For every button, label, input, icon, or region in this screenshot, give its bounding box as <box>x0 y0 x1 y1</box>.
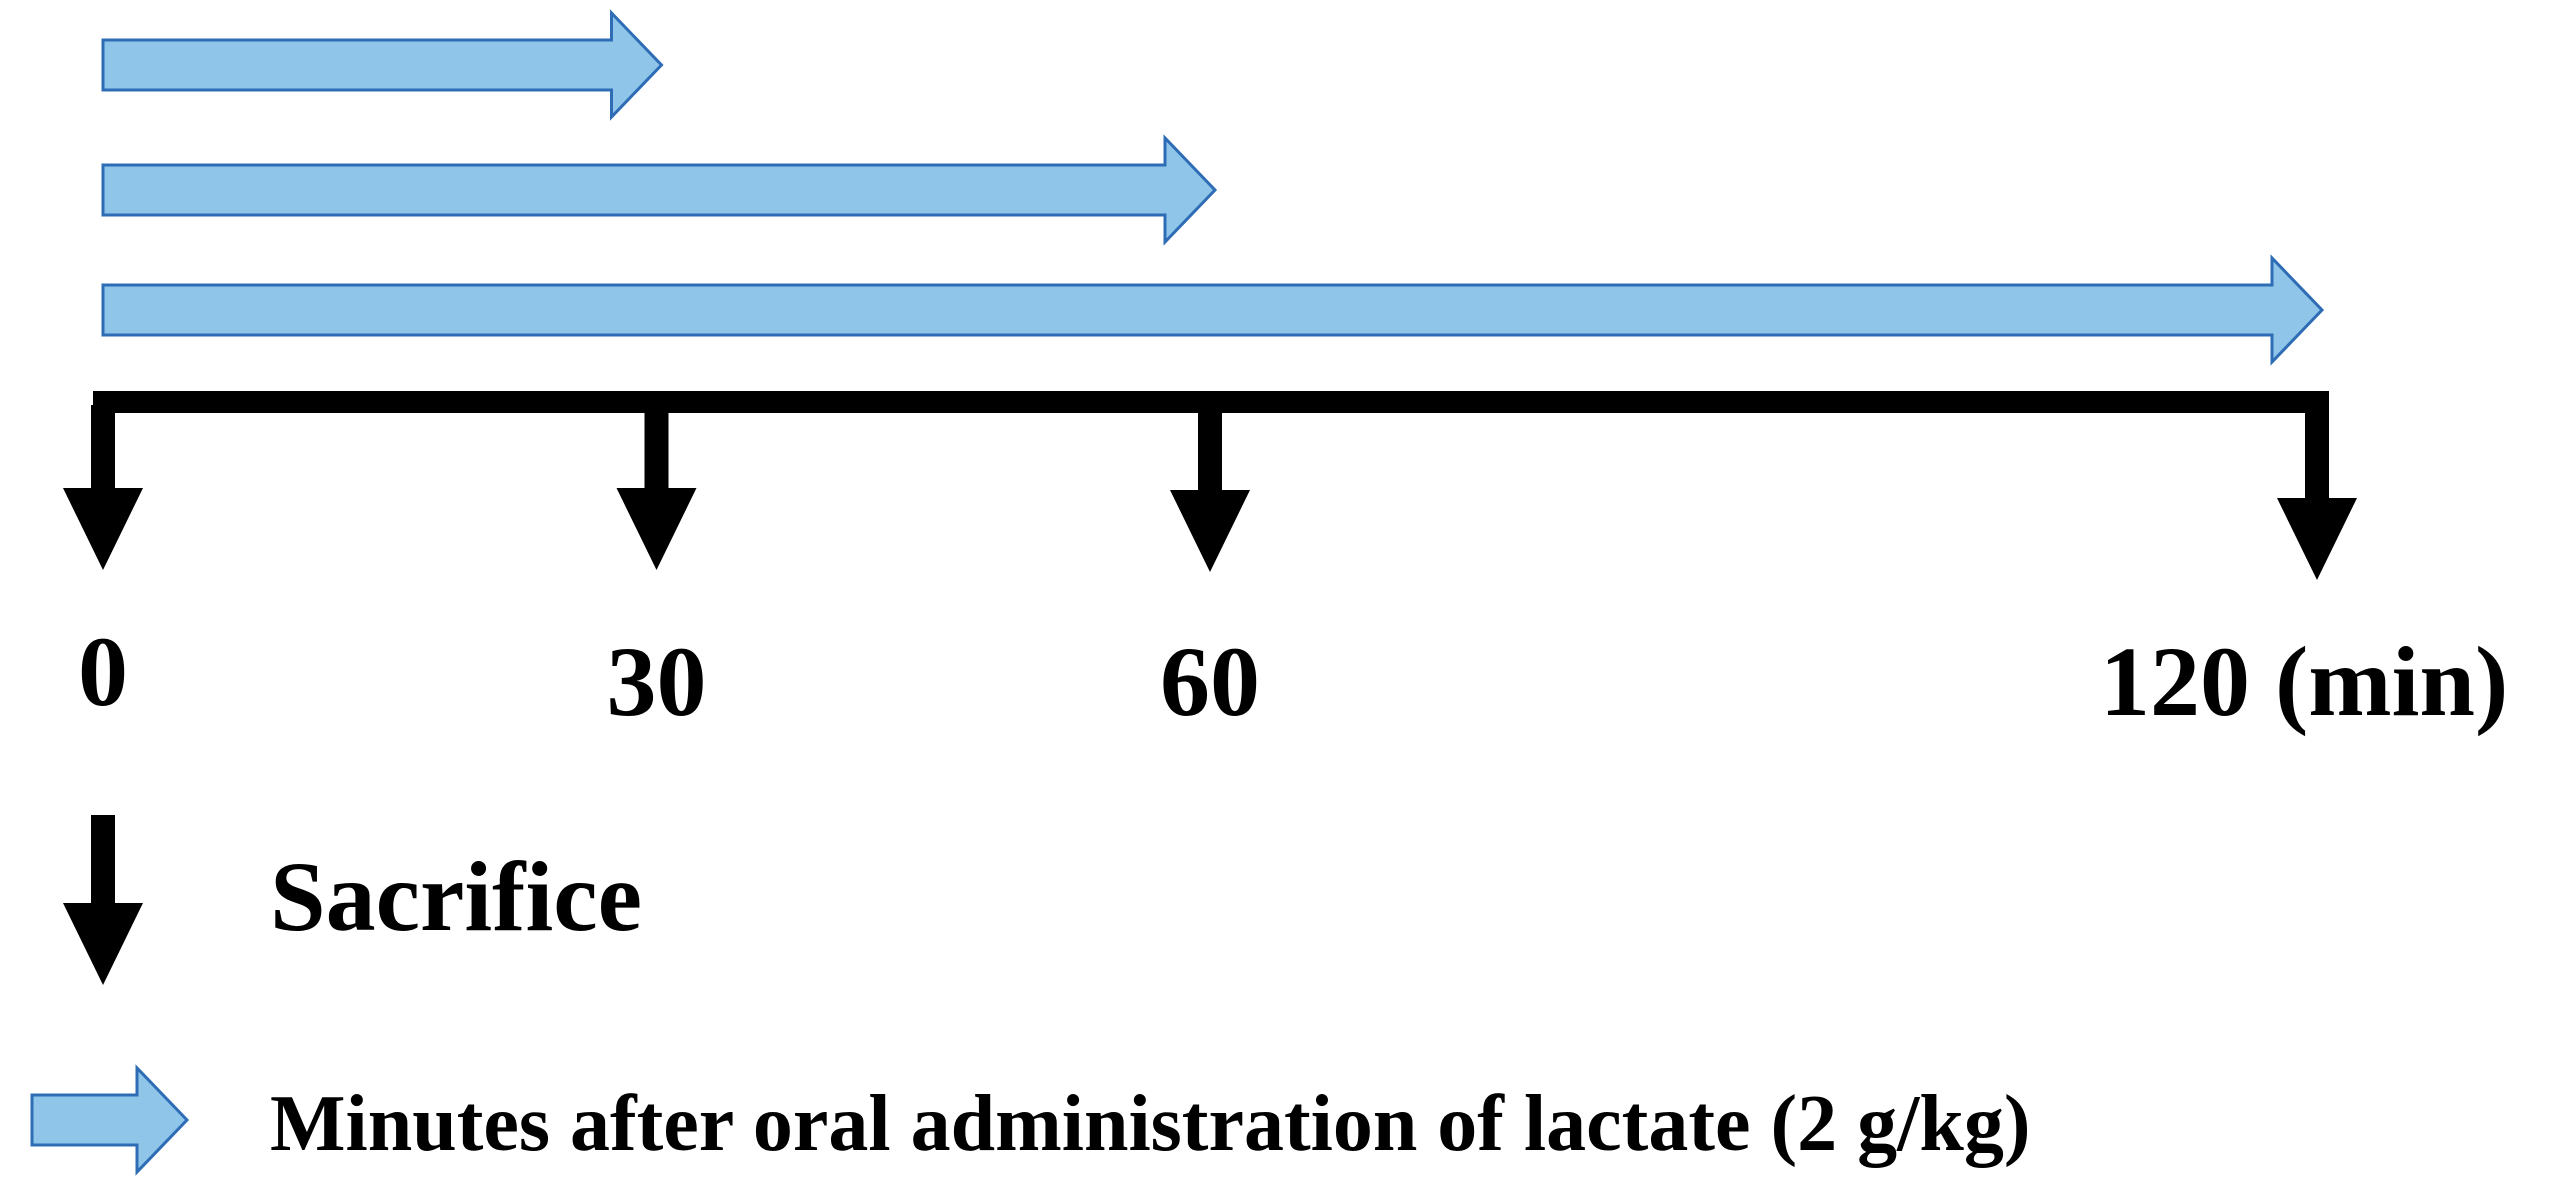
timeline-ticks: 0 30 60 120 (min) <box>63 405 2508 737</box>
down-arrow-icon <box>63 815 143 985</box>
sacrifice-arrow-60 <box>1170 405 1250 572</box>
right-arrow-icon <box>30 1064 190 1176</box>
sacrifice-arrow-0 <box>63 405 143 570</box>
legend-administration-label: Minutes after oral administration of lac… <box>270 1080 2030 1168</box>
sacrifice-arrow-120 <box>2277 405 2357 580</box>
legend-sacrifice-label: Sacrifice <box>270 841 642 952</box>
duration-arrow-30 <box>101 9 664 121</box>
tick-label-60: 60 <box>1160 626 1260 737</box>
tick-label-30: 30 <box>607 626 707 737</box>
duration-arrows <box>101 9 2325 366</box>
duration-arrow-120 <box>101 254 2325 366</box>
sacrifice-arrow-30 <box>616 405 697 570</box>
tick-label-0: 0 <box>78 616 128 727</box>
tick-label-120: 120 (min) <box>2100 626 2508 737</box>
duration-arrow-60 <box>101 134 1218 246</box>
